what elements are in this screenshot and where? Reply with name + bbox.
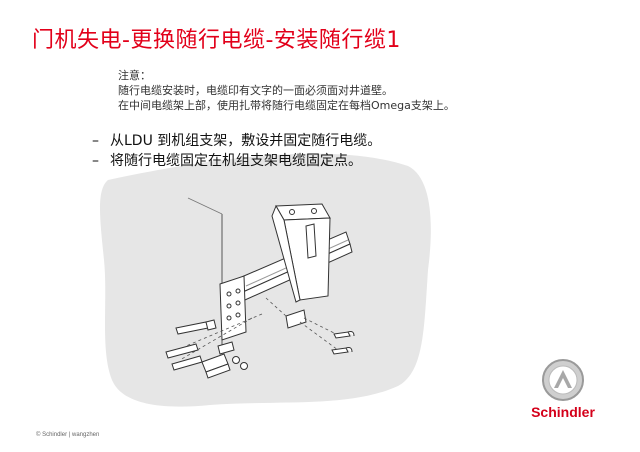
- note-heading: 注意：: [118, 69, 151, 82]
- list-item: –将随行电缆固定在机组支架电缆固定点。: [92, 151, 381, 171]
- note-line: 随行电缆安装时，电缆印有文字的一面必须面对井道壁。: [118, 84, 393, 97]
- anchor-bolt: [165, 319, 217, 371]
- bullet-dash: –: [92, 153, 99, 169]
- schindler-logo-icon: [542, 359, 584, 401]
- mounting-plate: [219, 275, 247, 341]
- cable-clip: [285, 309, 307, 329]
- footer-copyright: © Schindler | wangzhen: [36, 432, 100, 438]
- hook-bolt: [331, 331, 355, 355]
- note-line: 在中间电缆架上部，使用扎带将随行电缆固定在每档Omega支架上。: [118, 99, 455, 112]
- bullet-text: 从LDU 到机组支架，敷设并固定随行电缆。: [110, 133, 382, 149]
- slide-title: 门机失电-更换随行电缆-安装随行缆1: [32, 28, 401, 53]
- bullet-text: 将随行电缆固定在机组支架电缆固定点。: [110, 153, 362, 169]
- list-item: –从LDU 到机组支架，敷设并固定随行电缆。: [92, 131, 381, 151]
- brand-wordmark: Schindler: [531, 404, 595, 420]
- assembly-guides: [179, 297, 341, 361]
- instruction-list: –从LDU 到机组支架，敷设并固定随行电缆。 –将随行电缆固定在机组支架电缆固定…: [92, 131, 381, 171]
- note-block: 注意： 随行电缆安装时，电缆印有文字的一面必须面对井道壁。 在中间电缆架上部，使…: [118, 68, 455, 113]
- lower-bracket: [201, 341, 248, 379]
- brand-logo: Schindler: [526, 358, 600, 420]
- bullet-dash: –: [92, 133, 99, 149]
- upright-bracket: [271, 203, 331, 303]
